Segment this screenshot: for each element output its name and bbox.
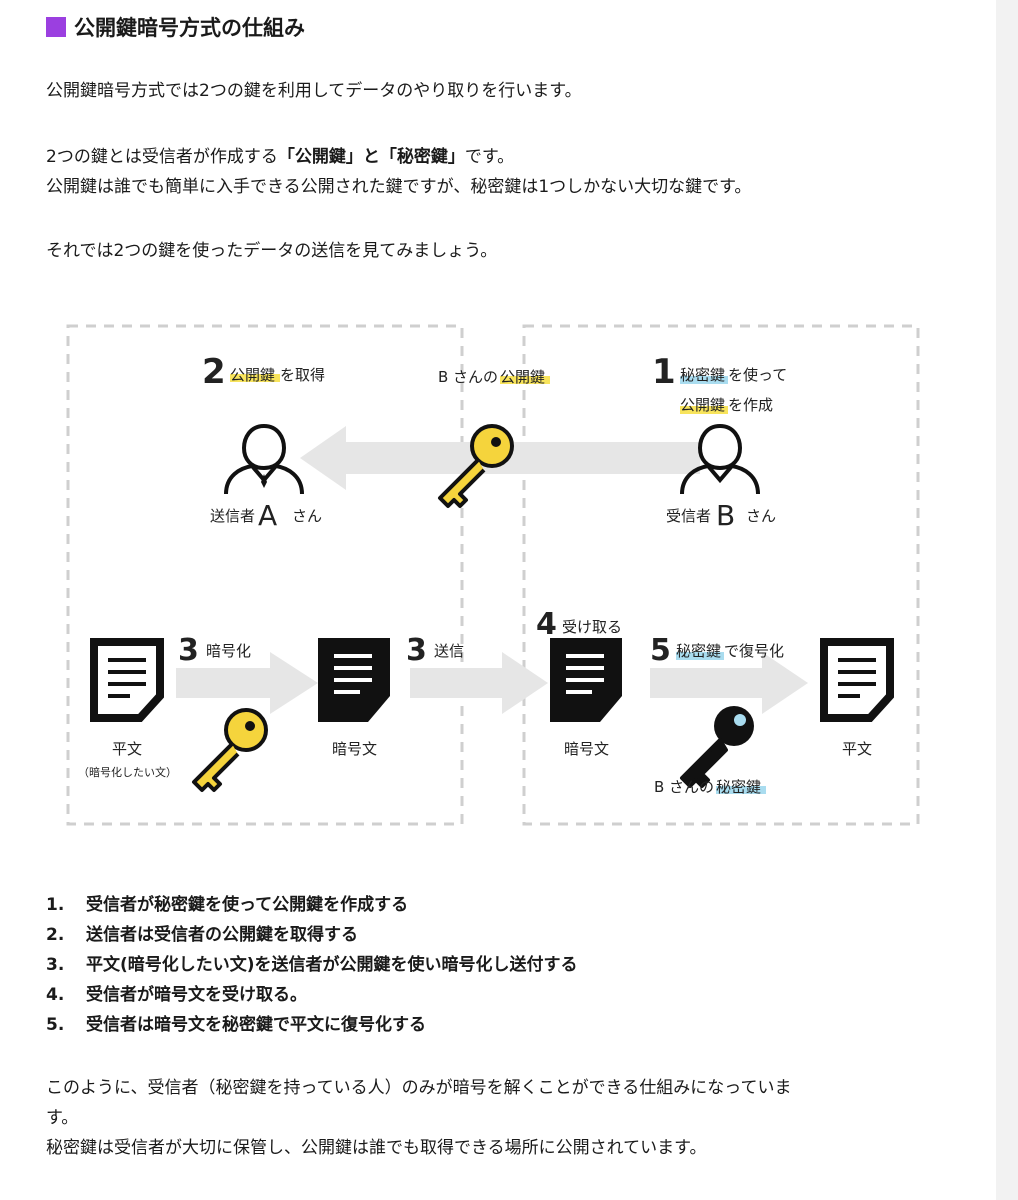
public-key-diagram: 2 公開鍵 を取得 B さんの 公開鍵 1 秘密鍵 を使って 公開鍵 を作成 送… bbox=[46, 300, 946, 860]
step5-label: で復号化 bbox=[724, 642, 784, 660]
list-item: 2. 送信者は受信者の公開鍵を取得する bbox=[46, 920, 578, 950]
paragraph-two-keys: 2つの鍵とは受信者が作成する「公開鍵」と「秘密鍵」です。 bbox=[46, 142, 514, 172]
list-item: 3. 平文(暗号化したい文)を送信者が公開鍵を使い暗号化し送付する bbox=[46, 950, 578, 980]
highlight-yellow bbox=[680, 406, 728, 414]
list-number: 4. bbox=[46, 985, 65, 1005]
paragraph-storage: 秘密鍵は受信者が大切に保管し、公開鍵は誰でも取得できる場所に公開されています。 bbox=[46, 1138, 707, 1158]
highlight-blue bbox=[716, 786, 766, 794]
plaintext-sublabel: （暗号化したい文） bbox=[78, 765, 177, 779]
paragraph-summary: このように、受信者（秘密鍵を持っている人）のみが暗号を解くことができる仕組みにな… bbox=[46, 1078, 792, 1098]
encryption-key-icon bbox=[192, 708, 268, 792]
b-privkey-highlight: 秘密鍵 bbox=[716, 778, 761, 796]
decrypted-document-icon bbox=[824, 642, 890, 718]
b-pubkey-prefix: B さんの bbox=[438, 368, 498, 386]
step3a-number: 3 bbox=[178, 633, 199, 668]
step4-label: 受け取る bbox=[562, 618, 622, 636]
list-item: 1. 受信者が秘密鍵を使って公開鍵を作成する bbox=[46, 890, 578, 920]
list-text: 受信者は暗号文を秘密鍵で平文に復号化する bbox=[86, 1015, 426, 1035]
step5-highlight: 秘密鍵 bbox=[676, 642, 721, 660]
section-heading: 公開鍵暗号方式の仕組み bbox=[46, 12, 305, 42]
list-item: 5. 受信者は暗号文を秘密鍵で平文に復号化する bbox=[46, 1010, 578, 1040]
step1-number: 1 bbox=[652, 352, 676, 392]
list-number: 5. bbox=[46, 1015, 65, 1035]
step3a-label: 暗号化 bbox=[206, 642, 251, 660]
receiver-label: 受信者 bbox=[666, 507, 711, 525]
sender-label: 送信者 bbox=[210, 507, 255, 525]
private-key-icon bbox=[680, 704, 756, 788]
heading-text: 公開鍵暗号方式の仕組み bbox=[74, 16, 305, 40]
heading-marker-icon bbox=[46, 17, 66, 37]
paragraph-text: 2つの鍵とは受信者が作成する bbox=[46, 147, 278, 167]
send-arrow bbox=[410, 652, 548, 714]
ciphertext-document-icon bbox=[318, 638, 390, 722]
step2-number: 2 bbox=[202, 352, 226, 392]
paragraph-summary-cont: す。 bbox=[46, 1108, 79, 1128]
sender-area-frame bbox=[66, 324, 464, 826]
plaintext-label: 平文 bbox=[112, 740, 142, 758]
sender-tie-icon bbox=[261, 474, 267, 488]
list-number: 1. bbox=[46, 895, 65, 915]
received-ciphertext-document-icon bbox=[550, 638, 622, 722]
sender-letter: A bbox=[258, 499, 277, 532]
paragraph-lead-in: それでは2つの鍵を使ったデータの送信を見てみましょう。 bbox=[46, 241, 498, 261]
step3b-label: 送信 bbox=[434, 642, 464, 660]
paragraph-key-description: 公開鍵は誰でも簡単に入手できる公開された鍵ですが、秘密鍵は1つしかない大切な鍵で… bbox=[46, 177, 752, 197]
b-pubkey-highlight: 公開鍵 bbox=[500, 368, 545, 386]
steps-list: 1. 受信者が秘密鍵を使って公開鍵を作成する 2. 送信者は受信者の公開鍵を取得する… bbox=[46, 890, 578, 1040]
sender-suffix: さん bbox=[292, 507, 322, 525]
list-number: 3. bbox=[46, 955, 65, 975]
decrypt-arrow bbox=[650, 652, 808, 714]
highlight-blue bbox=[676, 652, 724, 660]
step1-line2-highlight: 公開鍵 bbox=[680, 396, 725, 414]
step3b-number: 3 bbox=[406, 633, 427, 668]
receiver-area-frame bbox=[522, 324, 920, 826]
step1-highlight: 秘密鍵 bbox=[680, 366, 725, 384]
plaintext-document-icon bbox=[94, 642, 160, 718]
paragraph-intro: 公開鍵暗号方式では2つの鍵を利用してデータのやり取りを行います。 bbox=[46, 81, 582, 101]
receiver-letter: B bbox=[716, 499, 735, 532]
step5-number: 5 bbox=[650, 633, 671, 668]
ciphertext-label: 暗号文 bbox=[332, 740, 377, 758]
list-text: 受信者が暗号文を受け取る。 bbox=[86, 985, 307, 1005]
keys-emphasis: 「公開鍵」と「秘密鍵」 bbox=[277, 147, 465, 167]
highlight-yellow bbox=[500, 376, 550, 384]
step1-line2-label: を作成 bbox=[728, 396, 773, 414]
list-item: 4. 受信者が暗号文を受け取る。 bbox=[46, 980, 578, 1010]
b-privkey-prefix: B さんの bbox=[654, 778, 714, 796]
scrollbar[interactable] bbox=[996, 0, 1018, 1200]
step4-number: 4 bbox=[536, 607, 557, 642]
highlight-blue bbox=[680, 376, 728, 384]
list-text: 送信者は受信者の公開鍵を取得する bbox=[86, 925, 358, 945]
list-text: 平文(暗号化したい文)を送信者が公開鍵を使い暗号化し送付する bbox=[86, 955, 578, 975]
paragraph-text: です。 bbox=[464, 147, 515, 167]
decrypted-plaintext-label: 平文 bbox=[842, 740, 872, 758]
receiver-suffix: さん bbox=[746, 507, 776, 525]
highlight-yellow bbox=[230, 374, 280, 382]
list-text: 受信者が秘密鍵を使って公開鍵を作成する bbox=[86, 895, 409, 915]
step1-label: を使って bbox=[728, 366, 787, 384]
step2-highlight: 公開鍵 bbox=[230, 366, 275, 384]
step2-label: を取得 bbox=[280, 366, 325, 384]
received-ciphertext-label: 暗号文 bbox=[564, 740, 609, 758]
list-number: 2. bbox=[46, 925, 65, 945]
encrypt-arrow bbox=[176, 652, 318, 714]
